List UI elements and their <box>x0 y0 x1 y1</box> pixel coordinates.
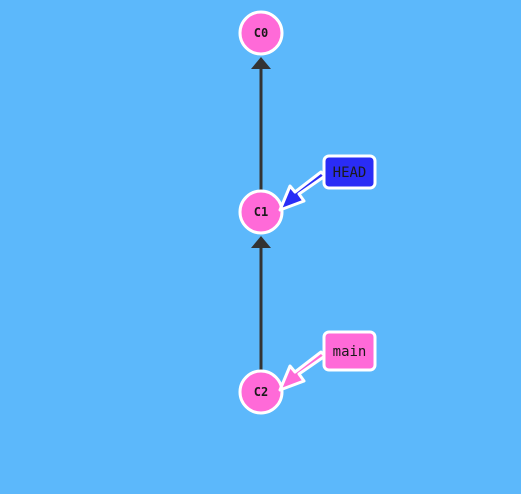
head-label: HEAD <box>333 165 367 181</box>
ref-head[interactable]: HEAD <box>278 154 377 212</box>
edge-c1-to-c0 <box>251 57 271 190</box>
head-label-box[interactable] <box>322 154 377 190</box>
main-label-box[interactable] <box>322 330 377 372</box>
commit-node[interactable] <box>238 189 284 235</box>
main-label: main <box>333 344 367 360</box>
ref-main[interactable]: main <box>278 330 377 392</box>
edge-arrowhead <box>251 236 271 248</box>
commit-c1[interactable]: C1 <box>238 189 284 235</box>
commit-label: C0 <box>254 26 268 40</box>
commit-label: C2 <box>254 385 268 399</box>
commit-c2[interactable]: C2 <box>238 369 284 415</box>
commit-node[interactable] <box>238 10 284 56</box>
commit-node[interactable] <box>238 369 284 415</box>
commit-c0[interactable]: C0 <box>238 10 284 56</box>
edges <box>251 57 271 370</box>
main-arrow-icon <box>278 350 327 392</box>
commit-label: C1 <box>254 205 268 219</box>
head-arrow-icon <box>278 170 327 212</box>
edge-arrowhead <box>251 57 271 69</box>
edge-c2-to-c1 <box>251 236 271 370</box>
